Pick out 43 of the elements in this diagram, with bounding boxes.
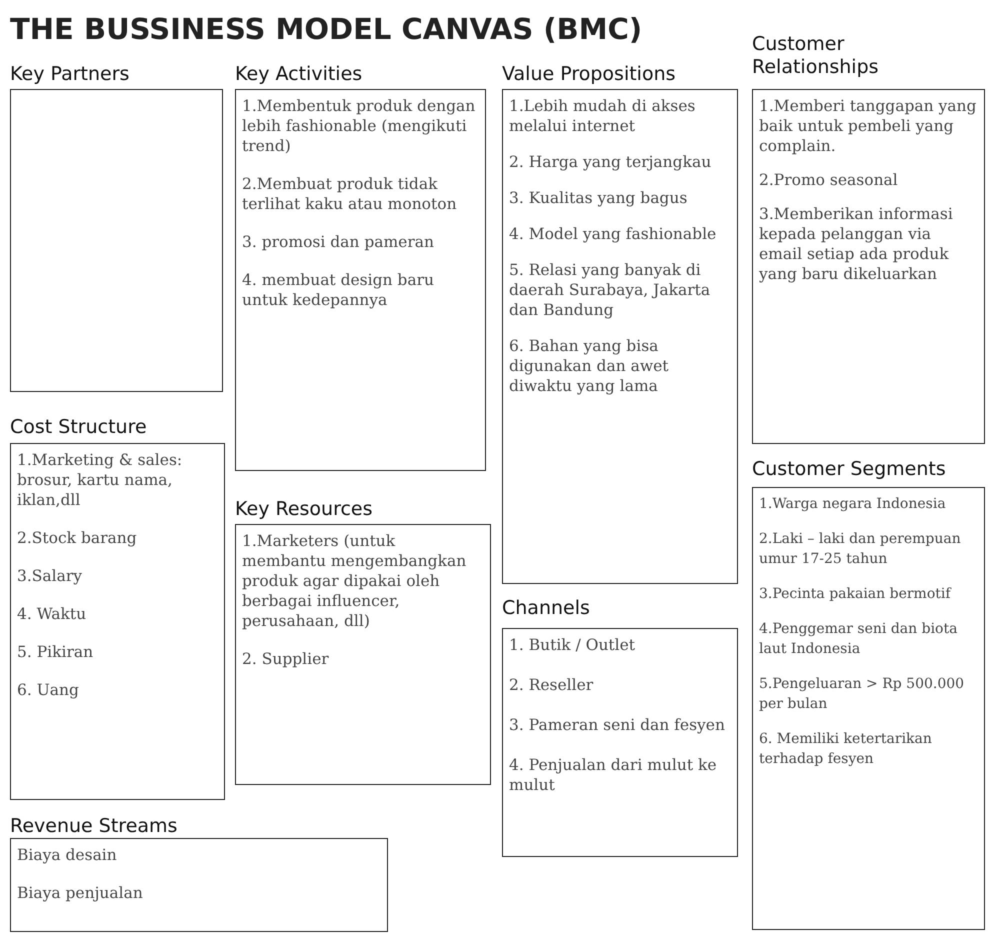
list-item: Biaya desain <box>17 845 118 865</box>
list-item: 1. Butik / Outlet <box>509 635 636 655</box>
section-heading: Revenue Streams <box>10 815 178 838</box>
list-item: 3.Salary <box>17 566 84 586</box>
title: THE BUSSINESS MODEL CANVAS (BMC) <box>10 12 642 46</box>
section-heading: Value Propositions <box>502 63 677 86</box>
list-item: 2.Stock barang <box>17 528 138 548</box>
list-item: 5.Pengeluaran > Rp 500.000 per bulan <box>759 675 966 714</box>
list-item: 5. Pikiran <box>17 642 94 662</box>
list-item: 2. Harga yang terjangkau <box>509 152 712 172</box>
section-heading: Channels <box>502 597 591 620</box>
list-item: 2. Supplier <box>242 649 330 669</box>
list-item: 6. Bahan yang bisa digunakan dan awet diwaktu yang lama <box>509 336 670 396</box>
section-heading: Key Resources <box>235 498 374 521</box>
list-item: 3. promosi dan pameran <box>242 232 435 252</box>
section-heading: Customer Segments <box>752 458 947 481</box>
list-item: 1.Memberi tanggapan yang baik untuk pembeli yang complain. <box>759 96 978 156</box>
list-item: 1.Marketing & sales: brosur, kartu nama, iklan,dll <box>17 450 184 510</box>
list-item: 1.Warga negara Indonesia <box>759 495 947 514</box>
list-item: 2.Laki – laki dan perempuan umur 17-25 tahun <box>759 530 962 569</box>
list-item: 3.Memberikan informasi kepada pelanggan via email setiap ada produk yang baru dikeluarkan <box>759 204 954 284</box>
list-item: 4. Model yang fashionable <box>509 224 718 244</box>
section-heading: Key Activities <box>235 63 364 86</box>
list-item: 1.Membentuk produk dengan lebih fashionable (mengikuti trend) <box>242 96 476 156</box>
list-item: 3. Kualitas yang bagus <box>509 188 688 208</box>
list-item: 2. Reseller <box>509 675 594 695</box>
section-heading: Customer Relationships <box>752 33 880 79</box>
list-item: 3. Pameran seni dan fesyen <box>509 715 726 735</box>
list-item: 4. membuat design baru untuk kedepannya <box>242 270 435 310</box>
section-heading: Cost Structure <box>10 416 148 439</box>
list-item: 4. Penjualan dari mulut ke mulut <box>509 755 718 795</box>
list-item: 5. Relasi yang banyak di daerah Surabaya, Jakarta dan Bandung <box>509 260 712 320</box>
list-item: 1.Lebih mudah di akses melalui internet <box>509 96 696 136</box>
list-item: 6. Memiliki ketertarikan terhadap fesyen <box>759 730 933 769</box>
list-item: 3.Pecinta pakaian bermotif <box>759 585 952 604</box>
list-item: 1.Marketers (untuk membantu mengembangkan produk agar dipakai oleh berbagai influencer, perusahaan, dll) <box>242 531 468 631</box>
list-item: 2.Membuat produk tidak terlihat kaku atau monoton <box>242 174 458 214</box>
list-item: 4.Penggemar seni dan biota laut Indonesia <box>759 620 958 659</box>
list-item: 2.Promo seasonal <box>759 170 899 190</box>
list-item: 6. Uang <box>17 680 80 700</box>
list-item: Biaya penjualan <box>17 883 144 903</box>
section-heading: Key Partners <box>10 63 130 86</box>
list-item: 4. Waktu <box>17 604 88 624</box>
